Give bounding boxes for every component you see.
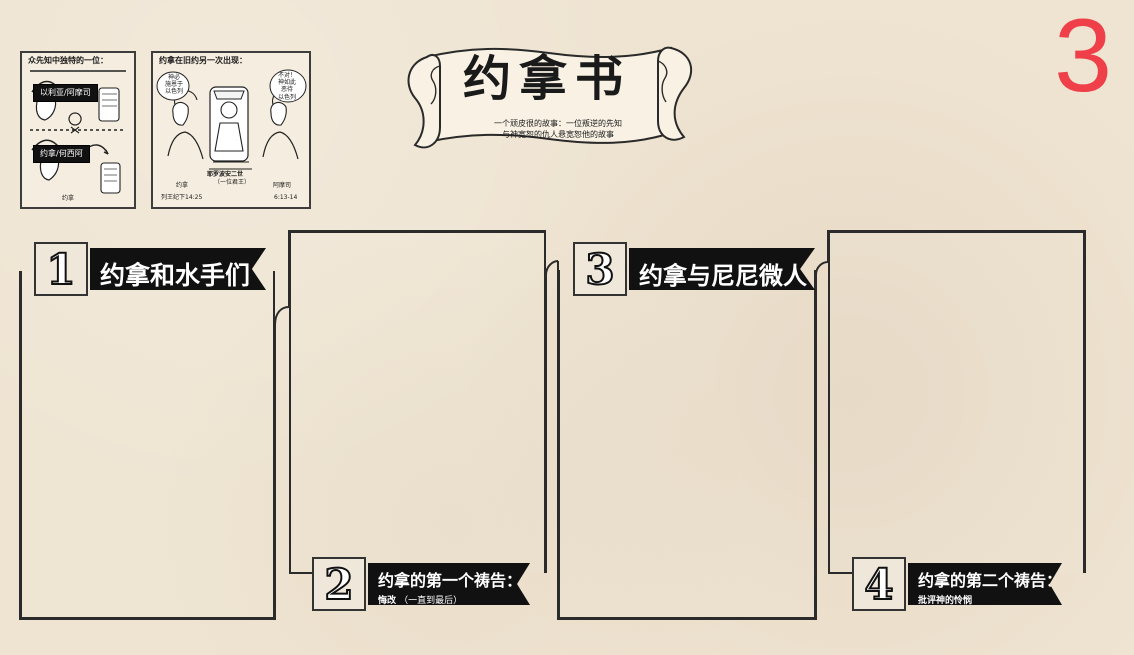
thumbnail-left-banner-bottom: 约拿/何西阿	[33, 145, 90, 163]
title-scroll	[393, 39, 705, 157]
book-subtitle-line-1: 一个顽皮很的故事：一位叛逆的先知	[494, 119, 622, 128]
section-3-number-box: 3	[573, 242, 627, 296]
panel-4-frame	[828, 231, 1085, 573]
thumbnail-left-heading: 众先知中独特的一位：	[28, 56, 108, 65]
title-scroll-shape	[407, 46, 693, 149]
thumbnail-left-illustration	[30, 70, 126, 194]
section-2-subtitle-note: （一直到最后）	[399, 596, 463, 606]
section-4-label: 4 约拿的第二个祷告： 批评神的怜悯	[852, 557, 1064, 613]
section-3-title-ribbon: 约拿与尼尼微人	[629, 248, 815, 290]
caption-right-reference: 6:13-14	[274, 194, 298, 201]
section-4-subtitle: 批评神的怜悯	[918, 596, 973, 606]
section-2-number: 2	[323, 560, 354, 610]
figure-center-label: 耶罗波安二世	[207, 171, 244, 178]
section-1-number: 1	[45, 245, 76, 295]
thumbnail-right-heading: 约拿在旧约另一次出现：	[159, 56, 247, 65]
section-3-label: 3 约拿与尼尼微人	[573, 242, 818, 298]
book-subtitle-line-2: 与神宽恕的仇人悬宽恕他的故事	[502, 129, 614, 139]
figure-right-label: 阿摩司	[273, 182, 292, 189]
section-1-title-ribbon: 约拿和水手们	[90, 248, 266, 290]
thumbnail-left-banner-top: 以利亚/阿摩司	[33, 84, 98, 102]
slide-number: 3	[1054, 0, 1112, 114]
section-4-title-ribbon: 约拿的第二个祷告： 批评神的怜悯	[908, 563, 1062, 605]
panel-2-frame	[289, 231, 546, 573]
book-subtitle: 一个顽皮很的故事：一位叛逆的先知 与神宽恕的仇人悬宽恕他的故事	[436, 119, 680, 141]
speech-bubble-right: 不对！ 神如此 恶待 以色列	[277, 72, 296, 101]
section-2-subtitle: 悔改	[378, 596, 397, 606]
thumbnail-card-right: 约拿在旧约另一次出现： 神必 施恩于 以色列 不对！ 神如此 恶待 以色列 约拿…	[151, 51, 311, 209]
section-2-label: 2 约拿的第一个祷告： 悔改 （一直到最后）	[312, 557, 532, 613]
thumbnail-card-left: 众先知中独特的一位： 以利亚/阿摩司 约拿/何西阿 约拿	[20, 51, 136, 209]
section-2-title: 约拿的第一个祷告：	[378, 571, 523, 590]
thumbnail-left-caption-bottom: 约拿	[62, 195, 75, 202]
section-1-title: 约拿和水手们	[100, 261, 251, 290]
section-3-title: 约拿与尼尼微人	[639, 262, 807, 290]
section-4-number: 4	[863, 560, 894, 610]
figure-center-sublabel: （一位君王）	[214, 179, 251, 186]
section-2-subtitle-wrap: 悔改 （一直到最后）	[378, 593, 514, 606]
section-1-label: 1 约拿和水手们	[34, 242, 269, 298]
section-4-number-box: 4	[852, 557, 906, 611]
caption-left-reference: 列王纪下14:25	[161, 194, 203, 201]
book-title: 约拿书	[463, 51, 632, 107]
figure-left-label: 约拿	[176, 182, 189, 189]
section-4-title: 约拿的第二个祷告：	[918, 571, 1063, 590]
section-3-number: 3	[584, 245, 615, 295]
thumbnail-right-illustration	[156, 69, 307, 170]
section-2-number-box: 2	[312, 557, 366, 611]
section-1-number-box: 1	[34, 242, 88, 296]
panel-1-frame	[20, 271, 275, 619]
speech-bubble-left: 神必 施恩于 以色列	[165, 74, 184, 96]
panel-3-frame	[558, 270, 816, 619]
section-2-title-ribbon: 约拿的第一个祷告： 悔改 （一直到最后）	[368, 563, 530, 605]
